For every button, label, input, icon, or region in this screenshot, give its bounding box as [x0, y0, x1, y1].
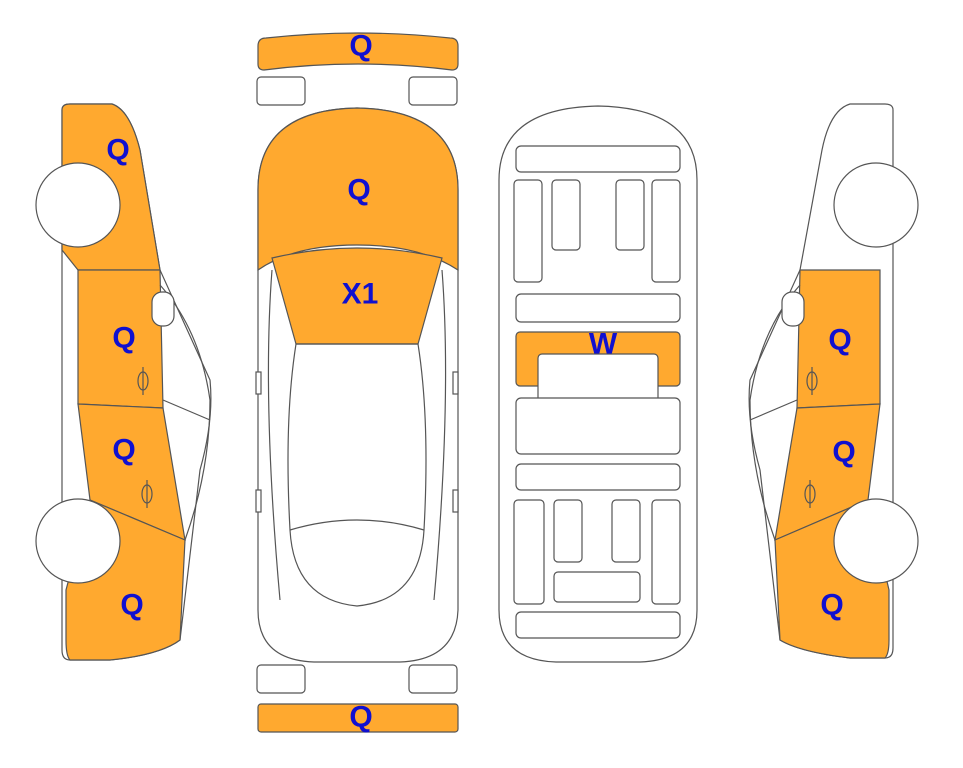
rear-bumper-code: Q [349, 701, 372, 734]
front-left-seat [551, 179, 581, 251]
right-mirror [781, 291, 805, 327]
top-view: Q Q X1 Q [255, 30, 459, 734]
rear-shelf-bar [515, 463, 681, 491]
front-bumper[interactable] [257, 32, 459, 71]
left-front-fender-code: Q [106, 134, 129, 167]
right-side-view: Q Q Q [748, 103, 919, 659]
trunk-panel [515, 611, 681, 639]
hood[interactable] [257, 107, 459, 272]
right-side-window-line [749, 284, 801, 541]
right-front-door-handle [806, 367, 818, 395]
left-front-door-handle [137, 367, 149, 395]
front-bumper-code: Q [349, 30, 372, 63]
hood-code: Q [347, 174, 370, 207]
left-side-window-line [159, 284, 211, 541]
right-rear-quarter-code: Q [820, 589, 843, 622]
right-rear-wheel [833, 498, 919, 584]
right-front-door-code: Q [828, 324, 851, 357]
left-front-door-code: Q [112, 322, 135, 355]
left-mirror [151, 291, 175, 327]
rear-roof-bar [515, 397, 681, 455]
left-side-view: Q Q Q Q [35, 103, 212, 661]
roof-code: W [589, 328, 618, 361]
right-rear-door-handle [804, 480, 816, 508]
interior-view: W [498, 105, 698, 663]
front-right-seat [615, 179, 645, 251]
rear-left-seat-outer [513, 499, 545, 605]
left-rear-wheel [35, 498, 121, 584]
top-right-handle [452, 489, 459, 513]
right-side-window-line-2 [749, 399, 798, 421]
front-right-seat-outer [651, 179, 681, 283]
right-top-window-line [433, 269, 447, 601]
left-rear-quarter-code: Q [120, 589, 143, 622]
front-dash-panel [515, 145, 681, 173]
rear-right-seat [611, 499, 641, 563]
left-rear-door-handle [141, 480, 153, 508]
rear-right-seat-outer [651, 499, 681, 605]
windshield-code: X1 [342, 278, 379, 311]
rear-left-light [256, 664, 306, 694]
cabin-outline [287, 343, 427, 607]
right-front-wheel [833, 162, 919, 248]
front-left-seat-outer [513, 179, 543, 283]
front-right-light [408, 76, 458, 106]
rear-window-line [289, 519, 425, 531]
left-side-window-line-2 [162, 399, 211, 421]
top-left-mirror [255, 371, 262, 395]
rear-right-light [408, 664, 458, 694]
rear-center-console [553, 571, 641, 603]
left-top-window-line [267, 269, 281, 601]
front-roof-bar [515, 293, 681, 323]
front-left-light [256, 76, 306, 106]
top-right-mirror [452, 371, 459, 395]
windshield[interactable] [271, 247, 443, 345]
top-left-handle [255, 489, 262, 513]
left-front-wheel [35, 162, 121, 248]
left-rear-door-code: Q [112, 434, 135, 467]
rear-bumper[interactable] [257, 703, 459, 733]
rear-left-seat [553, 499, 583, 563]
right-rear-door-code: Q [832, 436, 855, 469]
